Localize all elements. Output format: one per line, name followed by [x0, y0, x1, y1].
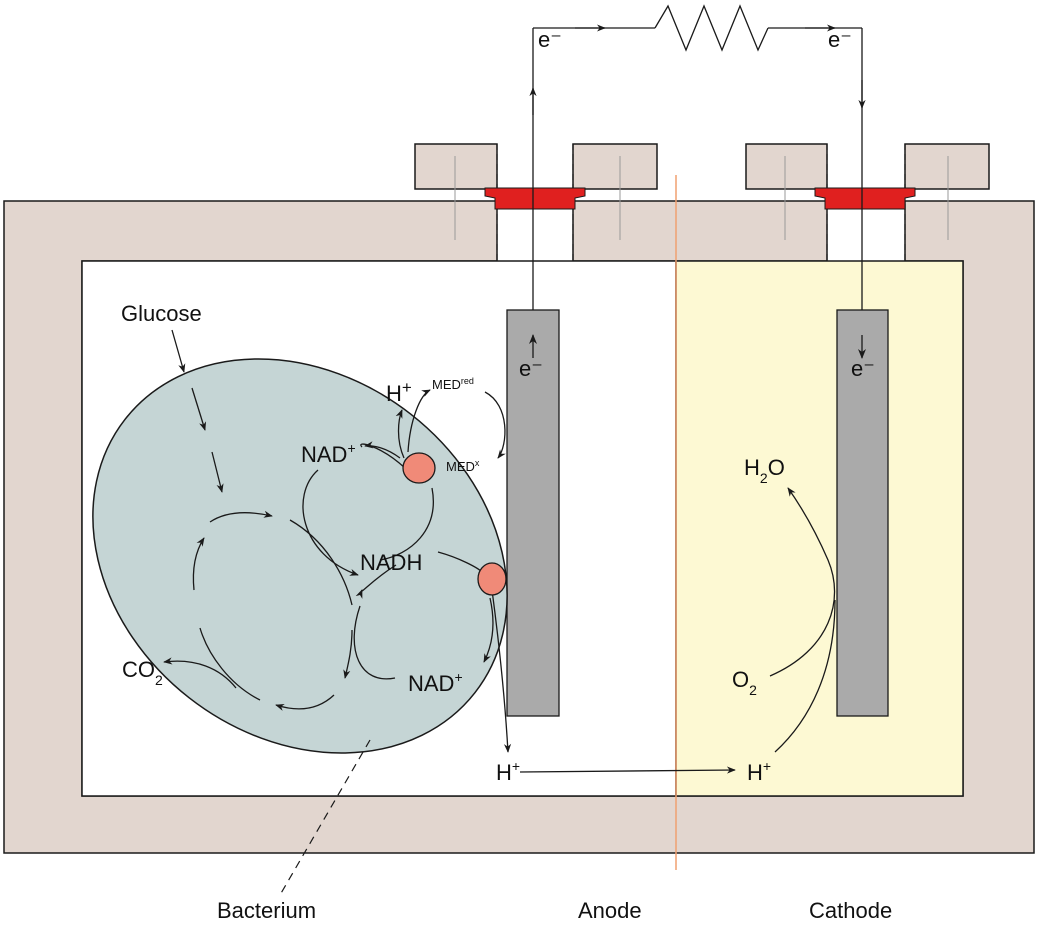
- wire-electron-right-label: e⁻: [828, 27, 852, 52]
- cathode-cap-right: [904, 143, 990, 190]
- nad-top-label: NAD+: [301, 440, 356, 467]
- metabolic-pathway: [163, 329, 512, 753]
- nad-bottom-label: NAD+: [408, 669, 463, 696]
- bacterium-label: Bacterium: [217, 898, 316, 923]
- anode-cap-right: [572, 143, 658, 190]
- fuel-cell-housing: [3, 143, 1035, 854]
- proton-left-label: H+: [496, 758, 520, 785]
- anode-label: Anode: [578, 898, 642, 923]
- nadh-label: NADH: [360, 550, 422, 575]
- enzyme-complex-bottom: [477, 562, 507, 596]
- h-plus-top-label: H+: [386, 378, 412, 406]
- med-red-label: MEDred: [432, 376, 474, 392]
- wire-electron-left-label: e⁻: [538, 27, 562, 52]
- enzyme-complex-top: [402, 452, 436, 484]
- cathode-seal: [814, 187, 916, 210]
- housing-block-mid-left: [572, 200, 828, 262]
- cathode-reaction: [519, 487, 836, 774]
- bacterium-pointer: [279, 739, 371, 896]
- co2-label: CO2: [122, 657, 163, 688]
- cathode-cap-left: [745, 143, 828, 190]
- glucose-label: Glucose: [121, 301, 202, 326]
- screw-lines: [454, 156, 949, 240]
- cathode-electron-label: e⁻: [851, 356, 875, 381]
- proton-right-label: H+: [747, 758, 771, 785]
- anode-seal: [484, 187, 586, 210]
- cathode-chamber: [675, 260, 964, 797]
- resistor: [654, 4, 769, 52]
- anode-electron-label: e⁻: [519, 356, 543, 381]
- anode-cap-left: [414, 143, 498, 190]
- anode-electrode: [506, 309, 560, 717]
- cathode-label: Cathode: [809, 898, 892, 923]
- o2-label: O2: [732, 667, 757, 698]
- external-circuit: [529, 4, 866, 359]
- med-ox-label: MEDx: [446, 458, 480, 474]
- h2o-label: H2O: [744, 455, 785, 486]
